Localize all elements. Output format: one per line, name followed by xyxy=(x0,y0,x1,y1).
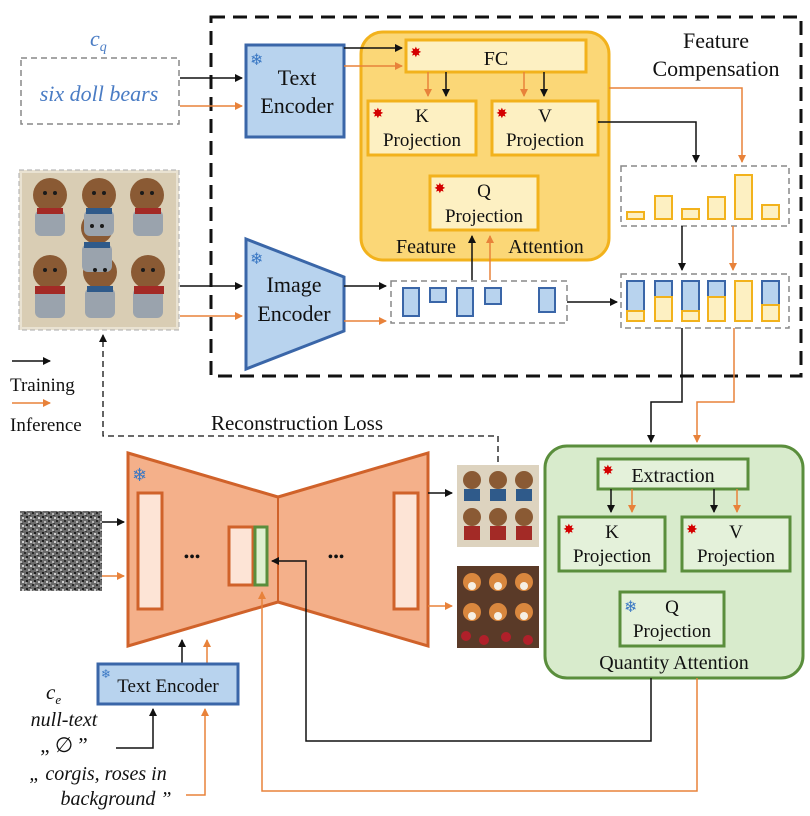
q-projection-label: Projection xyxy=(445,206,524,227)
quantity-attention-label: Quantity Attention xyxy=(599,652,748,674)
unet-quantity-block xyxy=(253,525,269,587)
q-letter: Q xyxy=(477,181,491,202)
input-image-bears xyxy=(18,169,180,331)
compensation-feature-box xyxy=(620,165,790,227)
comp-bar xyxy=(734,174,753,220)
image-encoder-label-2: Encoder xyxy=(257,301,331,326)
quantity-attention-block xyxy=(543,444,805,680)
legend-inference-label: Inference xyxy=(10,415,82,436)
image-encoder-label-1: Image xyxy=(267,272,322,297)
bottom-prompt-line1: „ corgis, roses in xyxy=(29,763,166,785)
qa-v-letter: V xyxy=(729,522,743,543)
snowflake-icon: ❄ xyxy=(624,597,637,616)
q-projection-box xyxy=(428,174,540,232)
fc-label: FC xyxy=(484,48,508,70)
image-encoder xyxy=(244,236,346,372)
arrow-qa-unet-train xyxy=(271,557,652,742)
qa-v-projection-box xyxy=(680,515,792,573)
unet-block-left xyxy=(136,491,164,611)
noise-image xyxy=(20,511,102,591)
feature-compensation-title-1: Feature xyxy=(683,28,749,53)
unet-dots-left: ••• xyxy=(184,549,201,566)
unet-block-mid xyxy=(227,525,255,587)
img-bar xyxy=(538,287,556,313)
null-text-label: null-text xyxy=(31,709,98,731)
v-projection-box xyxy=(490,99,600,157)
extraction-box xyxy=(596,457,750,491)
comp-bar xyxy=(761,204,780,220)
k-projection-box xyxy=(366,99,478,157)
comp-bar xyxy=(681,208,700,220)
arrow-prompt-textenc xyxy=(186,708,209,796)
flame-icon: ✸ xyxy=(434,181,446,197)
comp-bar xyxy=(626,211,645,220)
text-encoder-top-label-1: Text xyxy=(278,65,317,90)
arrow-null-textenc xyxy=(116,708,157,749)
combined-feature-box xyxy=(620,273,790,329)
extraction-label: Extraction xyxy=(631,465,714,487)
output-image-bears xyxy=(457,465,539,547)
prompt-box xyxy=(20,57,180,125)
arrow-v-to-comp-train xyxy=(598,121,700,163)
reconstruction-loss-line xyxy=(99,334,499,462)
fc-box xyxy=(404,38,588,74)
qa-k-projection-box xyxy=(557,515,667,573)
qa-k-projection-label: Projection xyxy=(573,546,652,567)
unet-dots-right: ••• xyxy=(328,549,345,566)
arrow-v-to-comp-infer xyxy=(609,87,746,163)
qa-k-letter: K xyxy=(605,522,619,543)
unet-block-right xyxy=(392,491,420,611)
text-encoder-top xyxy=(244,43,346,139)
text-encoder-top-label-2: Encoder xyxy=(260,93,334,118)
feature-compensation-title-2: Compensation xyxy=(652,56,779,81)
flame-icon: ✸ xyxy=(563,522,575,538)
snowflake-icon: ❄ xyxy=(101,667,111,681)
feature-attention-label-2: Attention xyxy=(508,236,584,258)
flame-icon: ✸ xyxy=(410,45,422,61)
comp-bar xyxy=(654,195,673,220)
qa-q-letter: Q xyxy=(665,597,679,618)
qa-q-projection-label: Projection xyxy=(633,621,712,642)
arrow-combined-qa-train xyxy=(647,328,683,443)
feature-compensation-region xyxy=(209,15,803,378)
comp-bar xyxy=(707,196,726,220)
legend-training-label: Training xyxy=(10,375,75,396)
image-feature-box xyxy=(390,280,568,324)
snowflake-icon: ❄ xyxy=(250,249,263,268)
prompt-symbol: cq xyxy=(90,26,107,55)
img-bar xyxy=(402,287,420,317)
feature-attention-label-1: Feature xyxy=(396,236,456,258)
v-projection-label: Projection xyxy=(506,130,585,151)
reconstruction-loss-label: Reconstruction Loss xyxy=(211,411,383,435)
text-encoder-bottom-label: Text Encoder xyxy=(117,676,219,697)
img-bar xyxy=(429,287,447,303)
qa-q-projection-box xyxy=(618,590,726,648)
bottom-prompt-line2: background ” xyxy=(61,788,172,810)
flame-icon: ✸ xyxy=(686,522,698,538)
k-projection-label: Projection xyxy=(383,130,462,151)
bottom-prompt-symbol: ce xyxy=(46,680,61,707)
prompt-text: six doll bears xyxy=(40,81,159,106)
text-encoder-bottom xyxy=(96,662,240,706)
arrow-qa-unet-infer xyxy=(258,591,698,792)
img-bar xyxy=(484,287,502,305)
snowflake-icon: ❄ xyxy=(250,50,263,69)
null-symbol: „ ∅ ” xyxy=(40,733,87,757)
snowflake-icon: ❄ xyxy=(132,465,147,486)
flame-icon: ✸ xyxy=(372,106,384,122)
qa-v-projection-label: Projection xyxy=(697,546,776,567)
img-bar xyxy=(456,287,474,317)
output-image-corgis xyxy=(457,566,539,648)
v-letter: V xyxy=(538,106,552,127)
k-letter: K xyxy=(415,106,429,127)
flame-icon: ✸ xyxy=(496,106,508,122)
combined-bars xyxy=(626,280,780,322)
flame-icon: ✸ xyxy=(602,463,614,479)
arrow-combined-qa-infer xyxy=(693,328,735,443)
